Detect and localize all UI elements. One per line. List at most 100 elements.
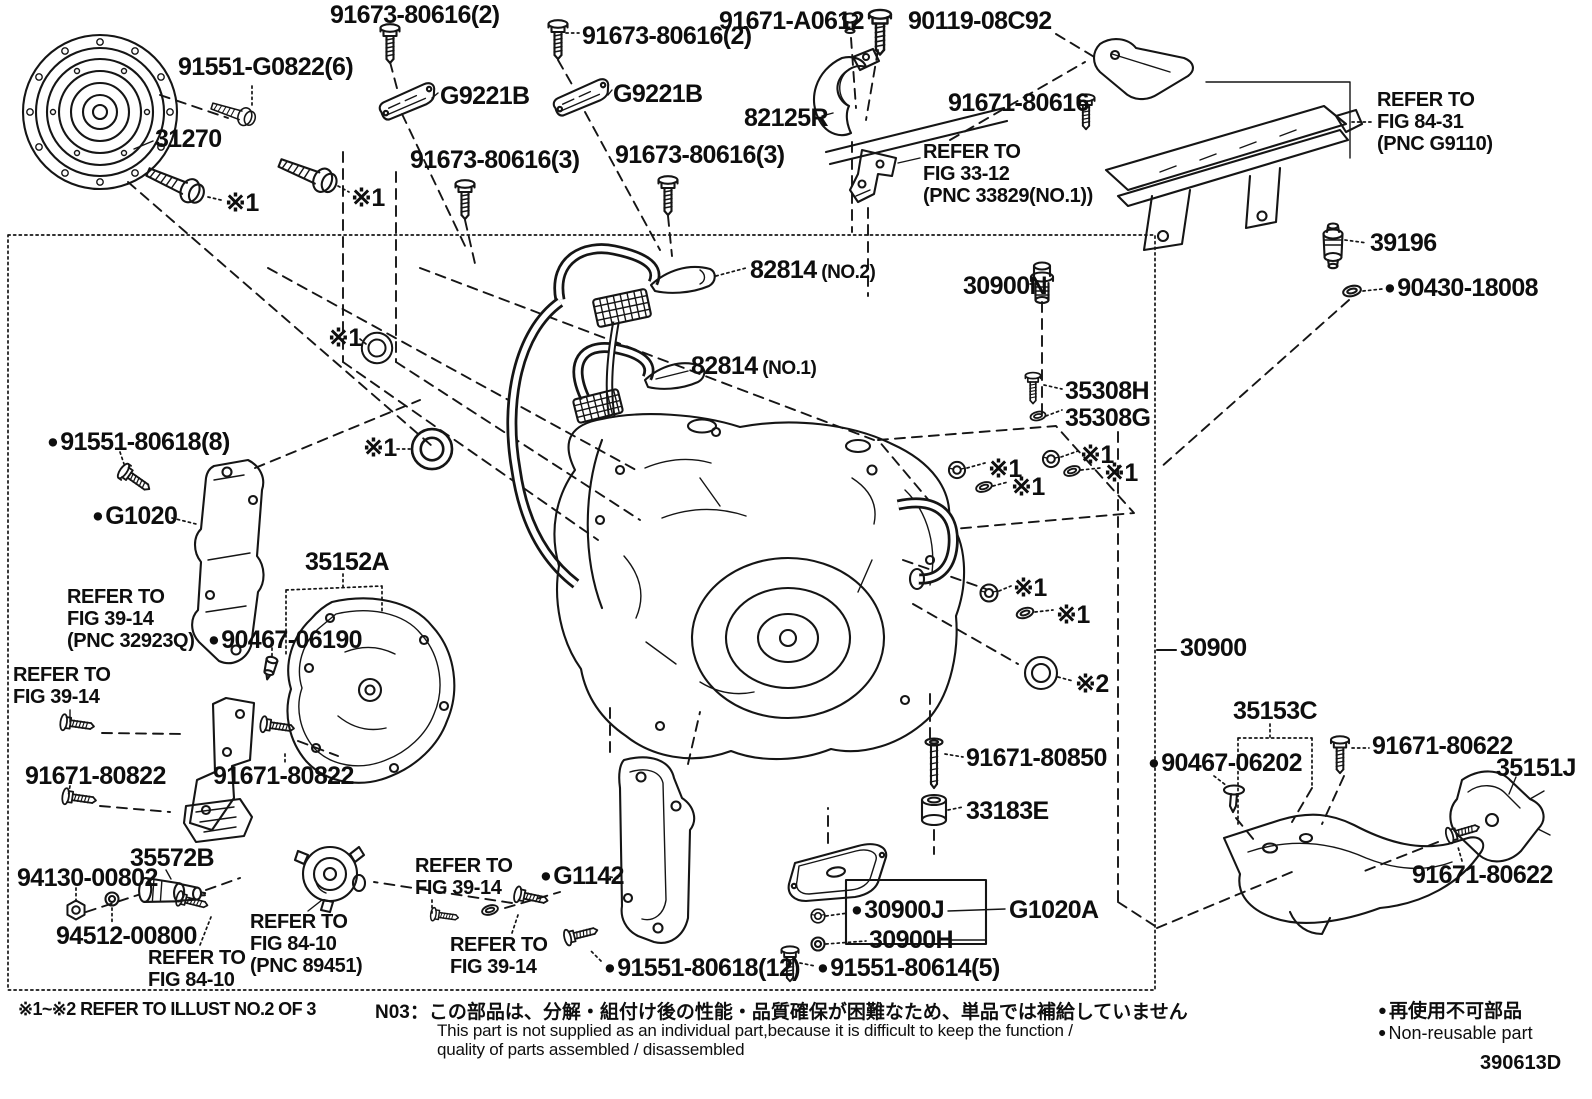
label-stub-lines (67, 32, 1463, 967)
ref-mark-1f: ※1 (1011, 473, 1045, 501)
part-label-35153C: 35153C (1233, 697, 1318, 725)
part-label-90119-08C92: 90119-08C92 (908, 7, 1052, 35)
cover-35151j-drawing (1449, 770, 1551, 863)
non-reusable-bullet-icon: ● (92, 505, 104, 527)
oil-pump-drawing (293, 845, 367, 914)
oil-pan-drawing (787, 843, 888, 903)
part-label-91673-80616-3b: 91673-80616(3) (615, 141, 785, 169)
part-label-91551-G0822: 91551-G0822(6) (178, 53, 354, 81)
part-label-91671-80622-a: 91671-80622 (1372, 732, 1513, 760)
bushing-33183e-drawing (920, 793, 948, 827)
non-reusable-bullet-icon: ● (1384, 277, 1396, 299)
part-label-30900H: 30900H (869, 926, 954, 954)
bracket-drawing-left (182, 696, 256, 844)
part-label-91671-80622-b: 91671-80622 (1412, 861, 1553, 889)
legend-non-reusable-en: ●Non-reusable part (1378, 1023, 1533, 1043)
part-label-91671-80850: 91671-80850 (966, 744, 1107, 772)
part-label-82125R: 82125R (744, 104, 829, 132)
part-label-94130-00802: 94130-00802 (17, 864, 158, 892)
part-label-G9221B-b: G9221B (613, 80, 703, 108)
fig84-31-bracket-line (1205, 81, 1351, 159)
grommet-91671-a0612 (841, 12, 859, 35)
part-label-91551-80618-12: ●91551-80618(12) (604, 954, 801, 982)
ref-mark-1i: ※1 (1013, 574, 1047, 602)
footnote-en-1: This part is not supplied as an individu… (437, 1021, 1073, 1040)
figure-code: 390613D (1480, 1052, 1562, 1074)
part-label-G9221B-a: G9221B (440, 82, 530, 110)
part-label-90467-06190: ●90467-06190 (208, 626, 363, 654)
ref-mark-1a: ※1 (225, 189, 259, 217)
part-label-30900J: ●30900J (851, 896, 945, 924)
drain-plug-group-box (844, 878, 988, 946)
fitting-30900n-drawing (1029, 261, 1055, 305)
part-label-91671-80616: 91671-80616 (948, 89, 1089, 117)
bracket-g1142-drawing (618, 756, 696, 944)
non-reusable-bullet-icon: ● (1148, 752, 1160, 774)
part-label-G1142: ●G1142 (540, 862, 624, 890)
footnote-jp: N03：この部品は、分解・組付け後の性能・品質確保が困難なため、単品では補給して… (375, 1002, 1188, 1023)
bolt-91671-80850-drawing (924, 737, 944, 790)
bracket-fig33-drawing (848, 148, 898, 204)
ref-mark-1b: ※1 (351, 184, 385, 212)
non-reusable-bullet-icon: ● (540, 865, 552, 887)
ref-mark-2: ※2 (1075, 670, 1109, 698)
part-label-91673-80616-2a: 91673-80616(2) (330, 1, 500, 29)
part-label-90430-18008: ●90430-18008 (1384, 274, 1539, 302)
ref-mark-1g: ※1 (1080, 441, 1114, 469)
part-label-91673-80616-3a: 91673-80616(3) (410, 146, 580, 174)
part-label-31270: 31270 (155, 125, 222, 153)
ref-mark-1e: ※1 (988, 455, 1022, 483)
clamp-82125r-drawing (812, 47, 881, 137)
bracket-35153c-drawing (1222, 813, 1485, 936)
ref-mark-1j: ※1 (1056, 601, 1090, 629)
part-label-G1020: ●G1020 (92, 502, 178, 530)
non-reusable-bullet-icon: ● (1378, 1024, 1387, 1040)
hose-82814-drawing (506, 243, 716, 589)
transaxle-drawing (553, 413, 966, 761)
part-label-33183E: 33183E (966, 797, 1049, 825)
part-label-82814-no2: 82814 (NO.2) (750, 256, 876, 284)
part-label-91671-A0612: 91671-A0612 (719, 7, 865, 35)
footnote-ref-marks: ※1~※2 REFER TO ILLUST NO.2 OF 3 (18, 999, 316, 1019)
part-label-35572B: 35572B (130, 844, 215, 872)
ref-mark-1h: ※1 (1104, 459, 1138, 487)
part-label-30900: 30900 (1180, 634, 1247, 662)
part-label-91673-80616-2b: 91673-80616(2) (582, 22, 752, 50)
part-label-39196: 39196 (1370, 229, 1437, 257)
non-reusable-bullet-icon: ● (604, 957, 616, 979)
ref-mark-1c: ※1 (328, 324, 362, 352)
assembly-boundary-box (7, 234, 1156, 991)
solenoid-35572b-drawing (138, 876, 207, 903)
part-label-35308H: 35308H (1065, 377, 1150, 405)
part-label-91551-80618-8: ●91551-80618(8) (47, 428, 230, 456)
part-label-91551-80614-5: ●91551-80614(5) (817, 954, 1000, 982)
flywheel-drawing (21, 33, 179, 191)
part-label-90467-06202: ●90467-06202 (1148, 749, 1303, 777)
bracket-g1020-drawing (191, 458, 265, 665)
non-reusable-bullet-icon: ● (208, 629, 220, 651)
non-reusable-bullet-icon: ● (1378, 1003, 1387, 1019)
part-label-G1020A: G1020A (1009, 896, 1099, 924)
cover-35152a-drawing (286, 597, 456, 784)
non-reusable-bullet-icon: ● (851, 899, 863, 921)
legend-non-reusable-jp: ●再使用不可部品 (1378, 1001, 1522, 1022)
non-reusable-bullet-icon: ● (817, 957, 829, 979)
crossmember-drawing (1092, 38, 1364, 252)
non-reusable-bullet-icon: ● (47, 431, 59, 453)
part-label-30900N: 30900N (963, 272, 1048, 300)
part-label-82814-no1: 82814 (NO.1) (691, 352, 817, 380)
leader-lines (85, 33, 1439, 929)
footnote-en-2: quality of parts assembled / disassemble… (437, 1040, 745, 1059)
part-label-35308G: 35308G (1065, 404, 1151, 432)
part-label-94512-00800: 94512-00800 (56, 922, 197, 950)
part-label-35152A: 35152A (305, 548, 390, 576)
